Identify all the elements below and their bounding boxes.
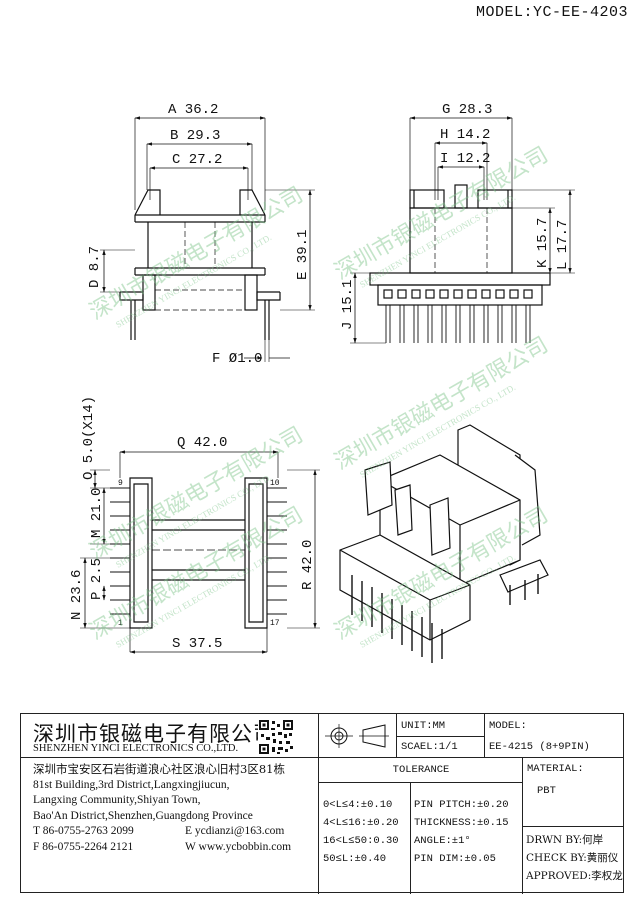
dim-d: D 8.7 [87,246,103,288]
material-block: MATERIAL: PBT DRWN BY:何岸 CHECK BY:黄丽仪 AP… [523,758,623,894]
dim-s: S 37.5 [172,636,222,652]
watermark-cn-4: 深圳市银磁电子有限公司 [330,332,552,475]
model-label: MODEL:YC-EE-4203 [475,4,628,21]
approved-by: APPROVED:李权龙 [526,870,623,882]
pin-label-17: 17 [270,619,280,628]
company-name-cn: 深圳市银磁电子有限公司 [33,722,275,746]
tolerance2-row-1: PIN PITCH:±0.20 [414,799,509,811]
technical-drawing: A 36.2 B 29.3 C 27.2 D 8.7 E 39.1 F Ø1.0 [69,102,575,663]
tolerance-row-3: 16<L≤50:0.30 [323,835,399,847]
projection-symbol-icon [325,724,389,748]
unit-scale-cell: UNIT:MM SCAEL:1/1 [397,714,485,758]
dim-g: G 28.3 [442,102,492,118]
tolerance-block: TOLERANCE 0<L≤4:±0.10 4<L≤16:±0.20 16<L≤… [319,758,523,894]
qr-code-icon [258,719,294,755]
fax-text: F 86-0755-2264 2121 [33,840,134,853]
watermark-group: 深圳市银磁电子有限公司 SHENZHEN YINCI ELECTRONICS C… [85,142,552,650]
model-cell: MODEL: EE-4215 (8+9PIN) [485,714,623,758]
scale-text: SCAEL:1/1 [401,741,458,753]
material-value: PBT [537,785,556,797]
dim-h: H 14.2 [440,127,490,143]
dim-c: C 27.2 [172,152,222,168]
pin-label-10: 10 [270,479,280,488]
tolerance-title: TOLERANCE [319,758,523,783]
dim-f: F Ø1.0 [212,351,262,367]
pin-label-9: 9 [118,479,123,488]
model-field-label: MODEL: [489,720,527,732]
drawn-by: DRWN BY:何岸 [526,834,604,846]
dim-k: K 15.7 [535,218,551,268]
model-field-value: EE-4215 (8+9PIN) [489,741,590,753]
unit-text: UNIT:MM [401,720,446,732]
tolerance-list: 0<L≤4:±0.10 4<L≤16:±0.20 16<L≤50:0.30 50… [323,796,399,868]
web-text: W www.ycbobbin.com [185,840,292,853]
tolerance-row-2: 4<L≤16:±0.20 [323,817,399,829]
dim-b: B 29.3 [170,128,220,144]
side-view [350,116,575,344]
projection-symbol [319,714,397,758]
dim-i: I 12.2 [440,151,490,167]
tolerance2-row-4: PIN DIM:±0.05 [414,853,496,865]
pin-label-1: 1 [118,619,123,628]
dim-j: J 15.1 [340,280,356,330]
address-line-en-1: 81st Building,3rd District,Langxingjiucu… [33,778,230,791]
tolerance-list-2: PIN PITCH:±0.20 THICKNESS:±0.15 ANGLE:±1… [414,796,509,868]
bottom-view [80,450,320,654]
company-name-en: SHENZHEN YINCI ELECTRONICS CO.,LTD. [33,743,239,754]
tel-text: T 86-0755-2763 2099 [33,825,134,837]
address-line-cn: 深圳市宝安区石岩街道浪心社区浪心旧村3区81栋 [33,762,285,776]
tolerance-row-1: 0<L≤4:±0.10 [323,799,393,811]
address-line-en-2: Langxing Community,Shiyan Town, [33,794,201,806]
company-header: 深圳市银磁电子有限公司 SHENZHEN YINCI ELECTRONICS C… [21,714,319,758]
material-label: MATERIAL: [527,763,584,775]
tolerance2-row-2: THICKNESS:±0.15 [414,817,509,829]
dim-q: Q 42.0 [177,435,227,451]
isometric-view [339,424,549,663]
dim-a: A 36.2 [168,102,218,118]
dim-p: P 2.5 [89,558,105,600]
dim-n: N 23.6 [69,570,85,620]
watermark-cn-1: 深圳市银磁电子有限公司 [85,182,307,325]
dim-m: M 21.0 [89,488,105,538]
dim-o: O 5.0(X14) [81,396,97,480]
dim-l: L 17.7 [555,220,571,270]
tolerance-row-4: 50≤L:±0.40 [323,853,387,865]
address-line-en-3: Bao'An District,Shenzhen,Guangdong Provi… [33,809,253,822]
email-text: E ycdianzi@163.com [185,825,285,837]
title-block: 深圳市银磁电子有限公司 SHENZHEN YINCI ELECTRONICS C… [20,713,624,894]
address-block: 深圳市宝安区石岩街道浪心社区浪心旧村3区81栋 81st Building,3r… [21,758,319,894]
dim-e: E 39.1 [295,230,311,280]
tolerance2-row-3: ANGLE:±1° [414,835,471,847]
checked-by: CHECK BY:黄丽仪 [526,852,619,864]
dim-r: R 42.0 [300,540,316,590]
front-view [100,116,315,362]
